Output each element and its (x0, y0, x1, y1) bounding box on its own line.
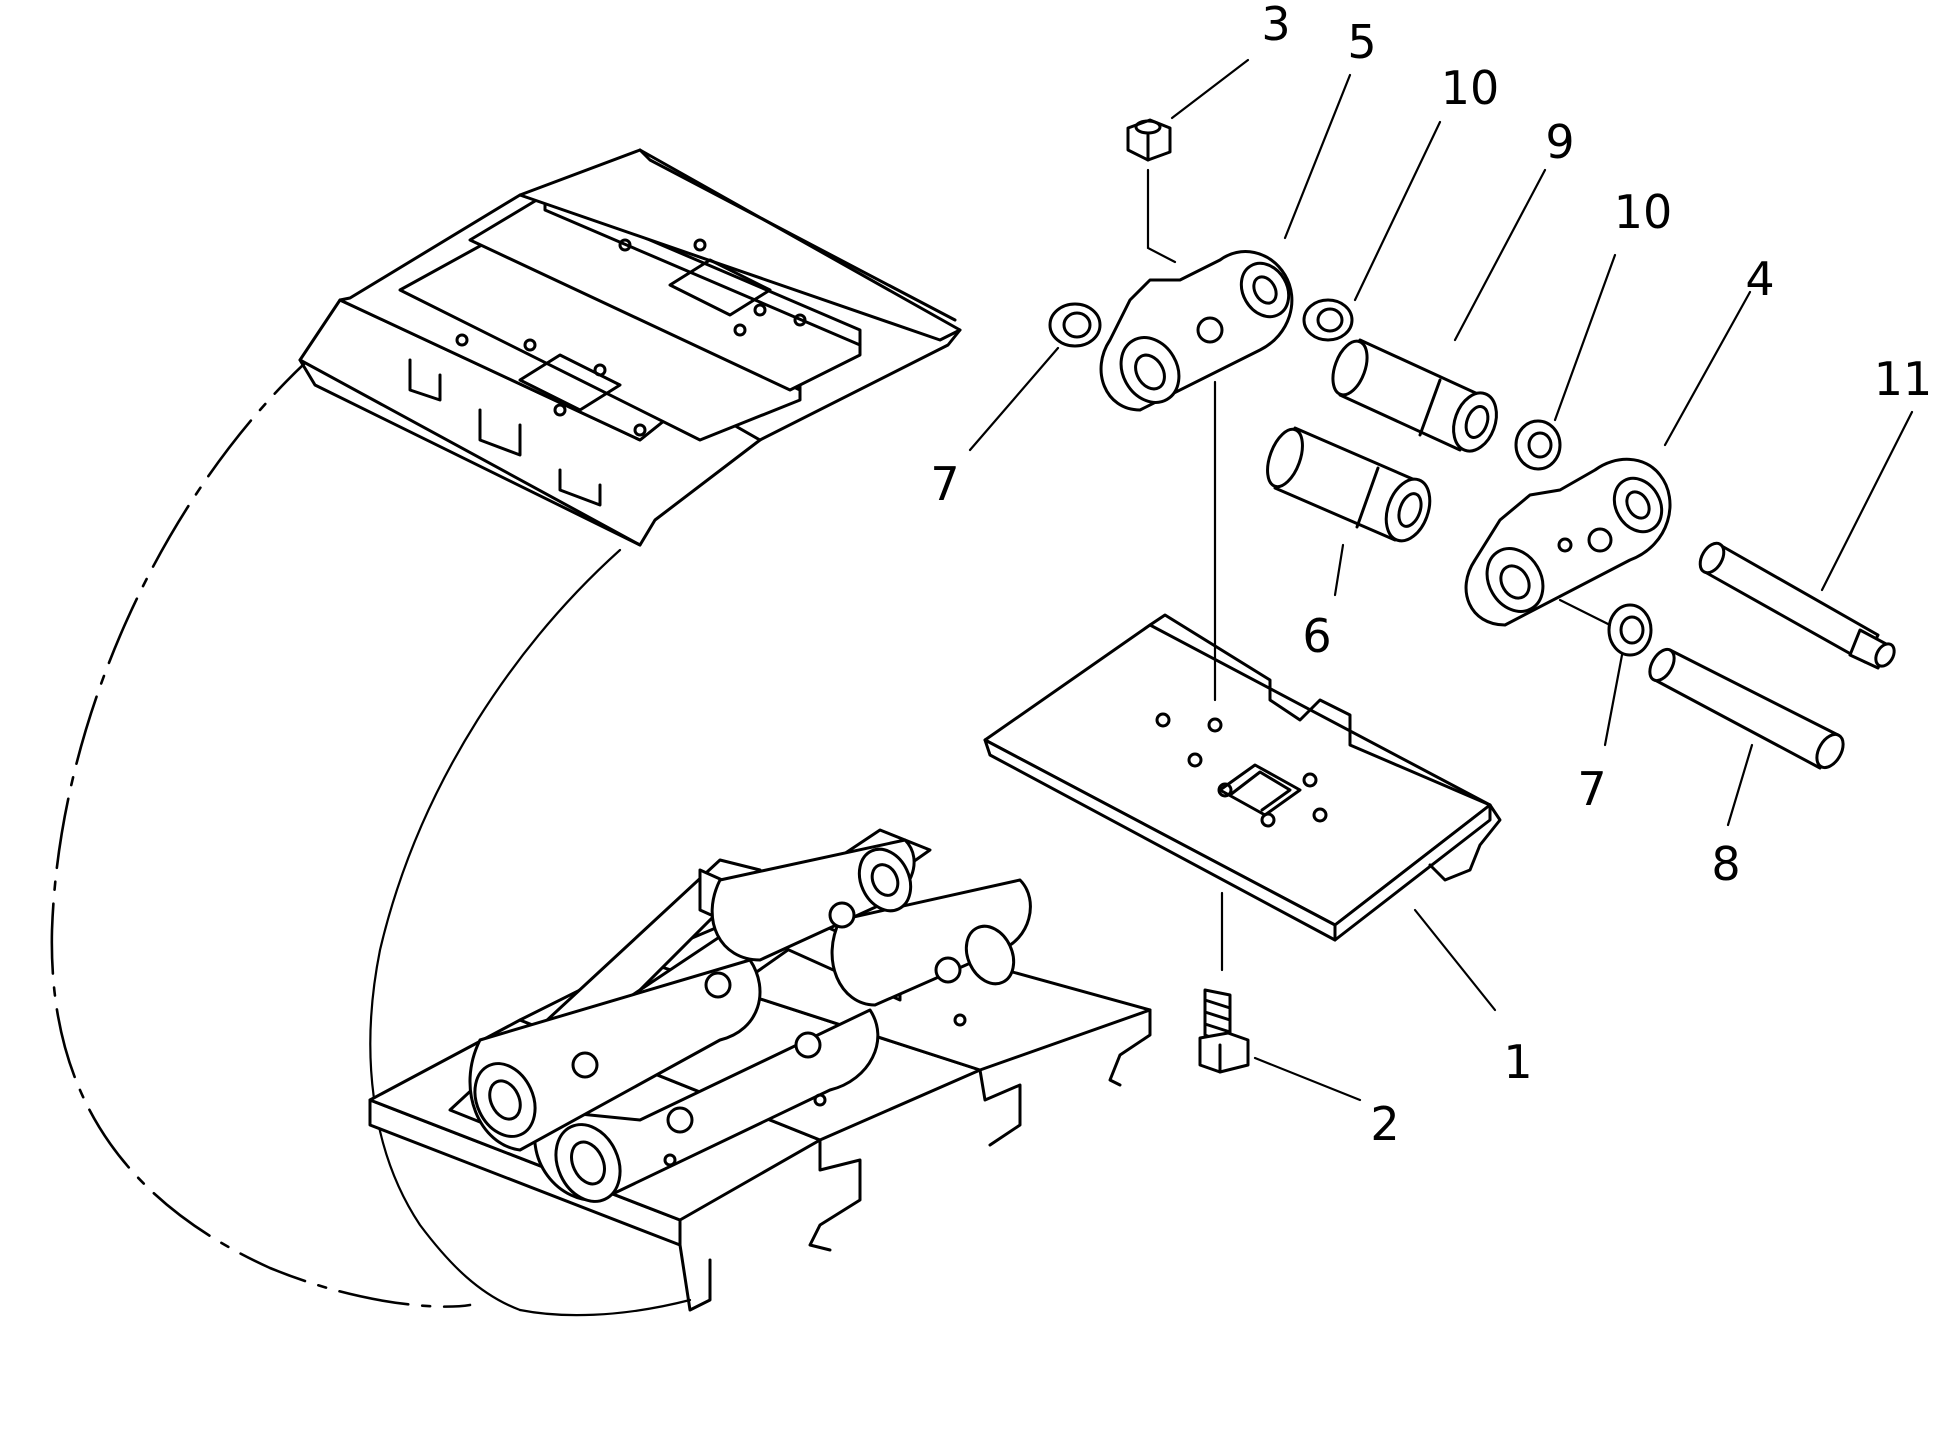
callout-6-bushing: 6 (1302, 609, 1331, 663)
part-10-spacer-lower (1514, 419, 1562, 471)
part-2-bolt (1198, 988, 1250, 1074)
part-7-seal-lower (1607, 603, 1653, 657)
callout-5-link: 5 (1347, 15, 1376, 69)
callout-1-track-shoe: 1 (1503, 1035, 1532, 1089)
callout-7-seal-lower: 7 (1577, 762, 1606, 816)
track-loop-outline (50, 343, 692, 1317)
part-11-pin (1698, 541, 1896, 670)
lower-track-assembly (368, 828, 1152, 1312)
part-4-link (1464, 457, 1672, 627)
leader-lines (968, 58, 1914, 1102)
callout-3-nut: 3 (1261, 0, 1290, 51)
callout-7-seal-upper: 7 (930, 457, 959, 511)
callout-8-pin: 8 (1711, 837, 1740, 891)
part-1-track-shoe (983, 613, 1502, 942)
part-5-link (1099, 250, 1294, 412)
assembly-guide-lines (1146, 168, 1612, 972)
part-9-bushing (1331, 338, 1498, 453)
part-10-spacer-upper (1302, 298, 1354, 342)
upper-track-shoes (298, 148, 962, 547)
part-8-pin (1648, 647, 1845, 770)
part-7-seal-upper (1048, 302, 1102, 348)
callout-4-link: 4 (1745, 252, 1774, 306)
callout-9-bushing: 9 (1545, 115, 1574, 169)
part-6-bushing (1266, 426, 1432, 543)
part-3-nut (1126, 118, 1172, 162)
callout-2-bolt: 2 (1370, 1097, 1399, 1151)
callout-10-spacer-lower: 10 (1614, 185, 1673, 239)
callout-11-pin: 11 (1874, 352, 1933, 406)
callout-labels: 3 5 10 9 10 4 11 7 6 7 8 1 2 (930, 0, 1932, 1151)
callout-10-spacer-upper: 10 (1441, 61, 1500, 115)
